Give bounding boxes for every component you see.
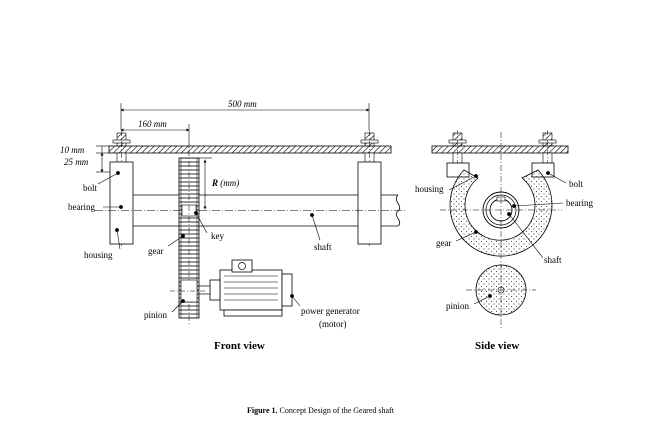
- front-label-shaft: shaft: [314, 242, 332, 252]
- front-shaft: [95, 194, 405, 227]
- front-label-bolt: bolt: [83, 183, 98, 193]
- front-label-bearing: bearing: [68, 202, 95, 212]
- front-label-key: key: [211, 231, 224, 241]
- dimension-160mm-label: 160 mm: [138, 119, 167, 129]
- side-leaders: [448, 171, 567, 305]
- side-label-bearing: bearing: [566, 198, 593, 208]
- front-motor: [198, 259, 293, 317]
- side-view-title: Side view: [475, 340, 519, 352]
- side-label-gear: gear: [436, 238, 452, 248]
- side-label-shaft: shaft: [544, 255, 562, 265]
- front-label-motor: (motor): [319, 319, 347, 329]
- side-top-plate: [431, 145, 569, 154]
- front-view-title: Front view: [214, 340, 265, 352]
- side-bolt-right: [538, 130, 557, 172]
- side-gear: [449, 169, 553, 257]
- side-centerlines: [440, 132, 562, 328]
- side-label-housing: housing: [415, 184, 444, 194]
- gear-radius-label: R (mm): [211, 178, 239, 188]
- dimension-160mm: 160 mm: [120, 119, 190, 148]
- side-view: housing bolt bearing gear shaft pinion S…: [415, 130, 593, 352]
- dimension-gear-radius: R (mm): [199, 157, 239, 210]
- dimension-500mm: 500 mm: [120, 99, 370, 130]
- front-label-gear: gear: [148, 246, 164, 256]
- front-label-housing: housing: [84, 250, 113, 260]
- front-label-pinion: pinion: [144, 310, 168, 320]
- top-plate: [108, 145, 392, 154]
- side-label-pinion: pinion: [446, 301, 470, 311]
- front-view: 500 mm 160 mm 10 mm 25 mm: [60, 99, 405, 352]
- front-label-power-generator: power generator: [301, 306, 360, 316]
- dimension-500mm-label: 500 mm: [228, 99, 257, 109]
- dimension-10mm-label: 10 mm: [60, 145, 85, 155]
- front-pinion: [170, 279, 205, 303]
- front-leaders: [97, 171, 321, 313]
- front-housing-right: [357, 161, 382, 245]
- dimension-vertical-left: 10 mm 25 mm: [60, 145, 110, 173]
- side-label-bolt: bolt: [569, 179, 584, 189]
- dimension-25mm-label: 25 mm: [64, 157, 89, 167]
- figure-caption: Figure 1. Concept Design of the Geared s…: [247, 406, 395, 415]
- front-housing-left: [109, 161, 134, 245]
